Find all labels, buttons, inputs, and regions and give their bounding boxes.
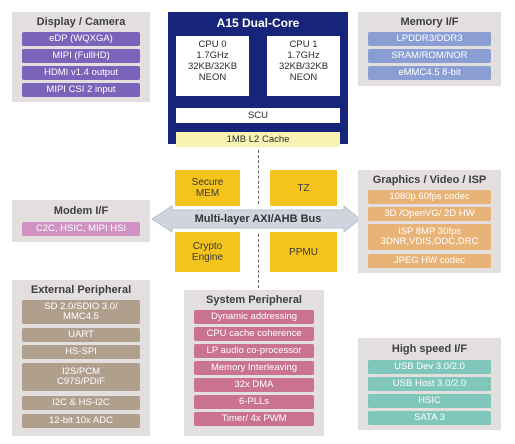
display-item-mipi: MIPI (FullHD) bbox=[22, 49, 140, 63]
l2-cache-box: 1MB L2 Cache bbox=[176, 132, 340, 147]
system-item-dynamic: Dynamic addressing bbox=[194, 310, 314, 324]
modem-item: C2C, HSIC, MIPI HSI bbox=[22, 222, 140, 236]
external-peripheral-panel: External Peripheral SD 2.0/SDIO 3.0/ MMC… bbox=[12, 280, 150, 436]
memory-item-emmc: eMMC4.5 8-bit bbox=[368, 66, 491, 80]
secure-mem-box: Secure MEM bbox=[175, 170, 240, 206]
system-peripheral-panel: System Peripheral Dynamic addressing CPU… bbox=[184, 290, 324, 436]
external-item-i2s: I2S/PCM C97S/PDIF bbox=[22, 363, 140, 391]
a15-dual-core-block: A15 Dual-Core CPU 0 1.7GHz 32KB/32KB NEO… bbox=[168, 12, 348, 147]
highspeed-item-usbdev: USB Dev 3.0/2.0 bbox=[368, 360, 491, 374]
display-camera-title: Display / Camera bbox=[36, 16, 126, 28]
cpu0-box: CPU 0 1.7GHz 32KB/32KB NEON bbox=[176, 36, 249, 96]
graphics-panel: Graphics / Video / ISP 1080p 60fps codec… bbox=[358, 170, 501, 273]
tz-box: TZ bbox=[270, 170, 337, 206]
system-title: System Peripheral bbox=[206, 294, 302, 306]
display-item-hdmi: HDMI v1.4 output bbox=[22, 66, 140, 80]
graphics-title: Graphics / Video / ISP bbox=[372, 174, 487, 186]
graphics-item-codec: 1080p 60fps codec bbox=[368, 190, 491, 204]
system-item-cache: CPU cache coherence bbox=[194, 327, 314, 341]
highspeed-item-usbhost: USB Host 3.0/2.0 bbox=[368, 377, 491, 391]
memory-item-sram: SRAM/ROM/NOR bbox=[368, 49, 491, 63]
system-item-lpaudio: LP audio co-processor bbox=[194, 344, 314, 358]
external-title: External Peripheral bbox=[30, 284, 132, 296]
external-item-hsspi: HS-SPI bbox=[22, 345, 140, 359]
display-item-edp: eDP (WQXGA) bbox=[22, 32, 140, 46]
bus-label: Multi-layer AXI/AHB Bus bbox=[194, 213, 322, 225]
modem-if-panel: Modem I/F C2C, HSIC, MIPI HSI bbox=[12, 200, 150, 242]
display-camera-panel: Display / Camera eDP (WQXGA) MIPI (FullH… bbox=[12, 12, 150, 102]
external-item-adc: 12-bit 10x ADC bbox=[22, 414, 140, 428]
a15-title: A15 Dual-Core bbox=[216, 16, 300, 30]
modem-if-title: Modem I/F bbox=[53, 205, 109, 217]
connector-a15-bus bbox=[258, 150, 259, 204]
system-item-plls: 6-PLLs bbox=[194, 395, 314, 409]
graphics-item-3d: 3D /OpenVG/ 2D HW bbox=[368, 207, 491, 221]
highspeed-title: High speed I/F bbox=[391, 343, 468, 355]
ppmu-box: PPMU bbox=[270, 232, 337, 272]
system-item-dma: 32x DMA bbox=[194, 378, 314, 392]
memory-item-lpddr: LPDDR3/DDR3 bbox=[368, 32, 491, 46]
external-item-i2c: I2C & HS-I2C bbox=[22, 396, 140, 410]
connector-bus-system bbox=[258, 234, 259, 288]
display-item-csi: MIPI CSI 2 input bbox=[22, 83, 140, 97]
highspeed-item-hsic: HSIC bbox=[368, 394, 491, 408]
highspeed-item-sata: SATA 3 bbox=[368, 411, 491, 425]
cpu1-box: CPU 1 1.7GHz 32KB/32KB NEON bbox=[267, 36, 340, 96]
system-item-timer: Timer/ 4x PWM bbox=[194, 412, 314, 426]
highspeed-if-panel: High speed I/F USB Dev 3.0/2.0 USB Host … bbox=[358, 338, 501, 430]
graphics-item-isp: ISP 8MP 30fps 3DNR,VDIS,ODC,DRC bbox=[368, 224, 491, 250]
graphics-item-jpeg: JPEG HW codec bbox=[368, 254, 491, 268]
crypto-engine-box: Crypto Engine bbox=[175, 232, 240, 272]
scu-box: SCU bbox=[176, 108, 340, 123]
external-item-uart: UART bbox=[22, 328, 140, 342]
memory-if-panel: Memory I/F LPDDR3/DDR3 SRAM/ROM/NOR eMMC… bbox=[358, 12, 501, 86]
memory-if-title: Memory I/F bbox=[400, 16, 459, 28]
system-item-interleaving: Memory Interleaving bbox=[194, 361, 314, 375]
external-item-sd: SD 2.0/SDIO 3.0/ MMC4.5 bbox=[22, 300, 140, 324]
